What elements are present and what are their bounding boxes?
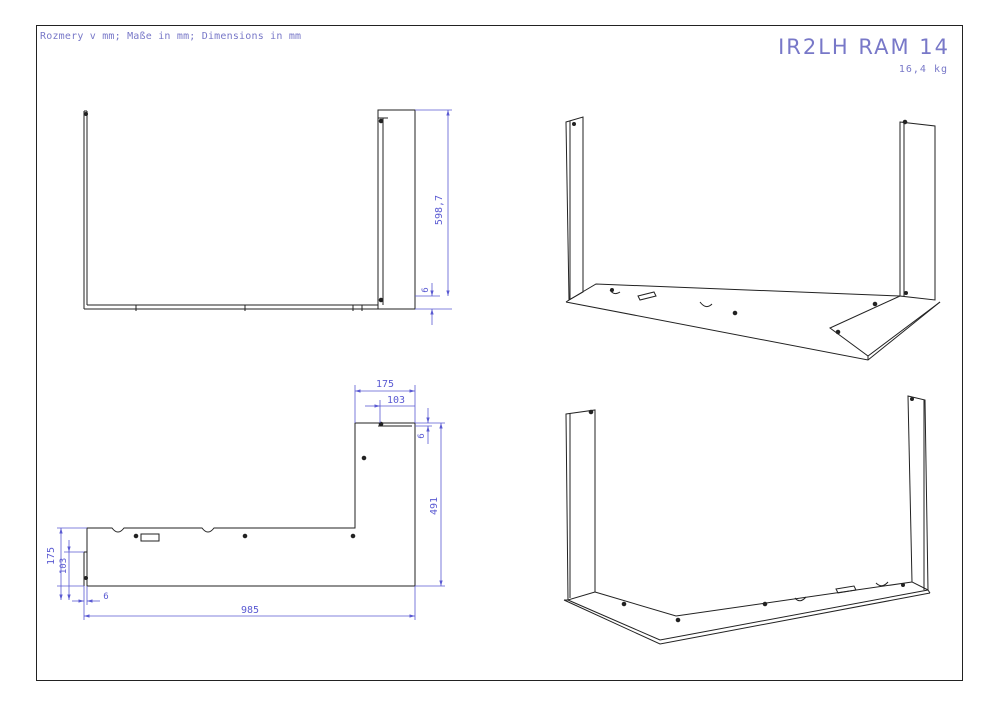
dim-top-width-inner: 103 bbox=[387, 395, 405, 406]
dim-left-outer: 175 bbox=[46, 547, 57, 565]
isometric-view-lower bbox=[563, 395, 931, 645]
top-dimensions bbox=[57, 385, 445, 620]
units-note: Rozmery v mm; Maße in mm; Dimensions in … bbox=[40, 31, 302, 42]
front-dimensions bbox=[415, 109, 452, 325]
dim-front-height: 598,7 bbox=[434, 195, 445, 225]
isometric-view-upper bbox=[565, 116, 941, 361]
top-view bbox=[83, 421, 416, 587]
dim-bottom-thickness: 6 bbox=[103, 592, 108, 602]
dim-front-thickness: 6 bbox=[421, 287, 431, 292]
dim-left-inner: 103 bbox=[59, 558, 69, 574]
dim-top-thickness: 6 bbox=[417, 433, 427, 438]
weight-label: 16,4 kg bbox=[898, 64, 948, 75]
drawing-frame bbox=[36, 25, 963, 681]
front-view bbox=[83, 109, 416, 311]
drawing-title: IR2LH RAM 14 bbox=[778, 35, 950, 59]
dim-top-width-outer: 175 bbox=[376, 379, 394, 390]
dim-overall-width: 985 bbox=[241, 605, 259, 616]
dim-top-depth: 491 bbox=[429, 497, 440, 515]
